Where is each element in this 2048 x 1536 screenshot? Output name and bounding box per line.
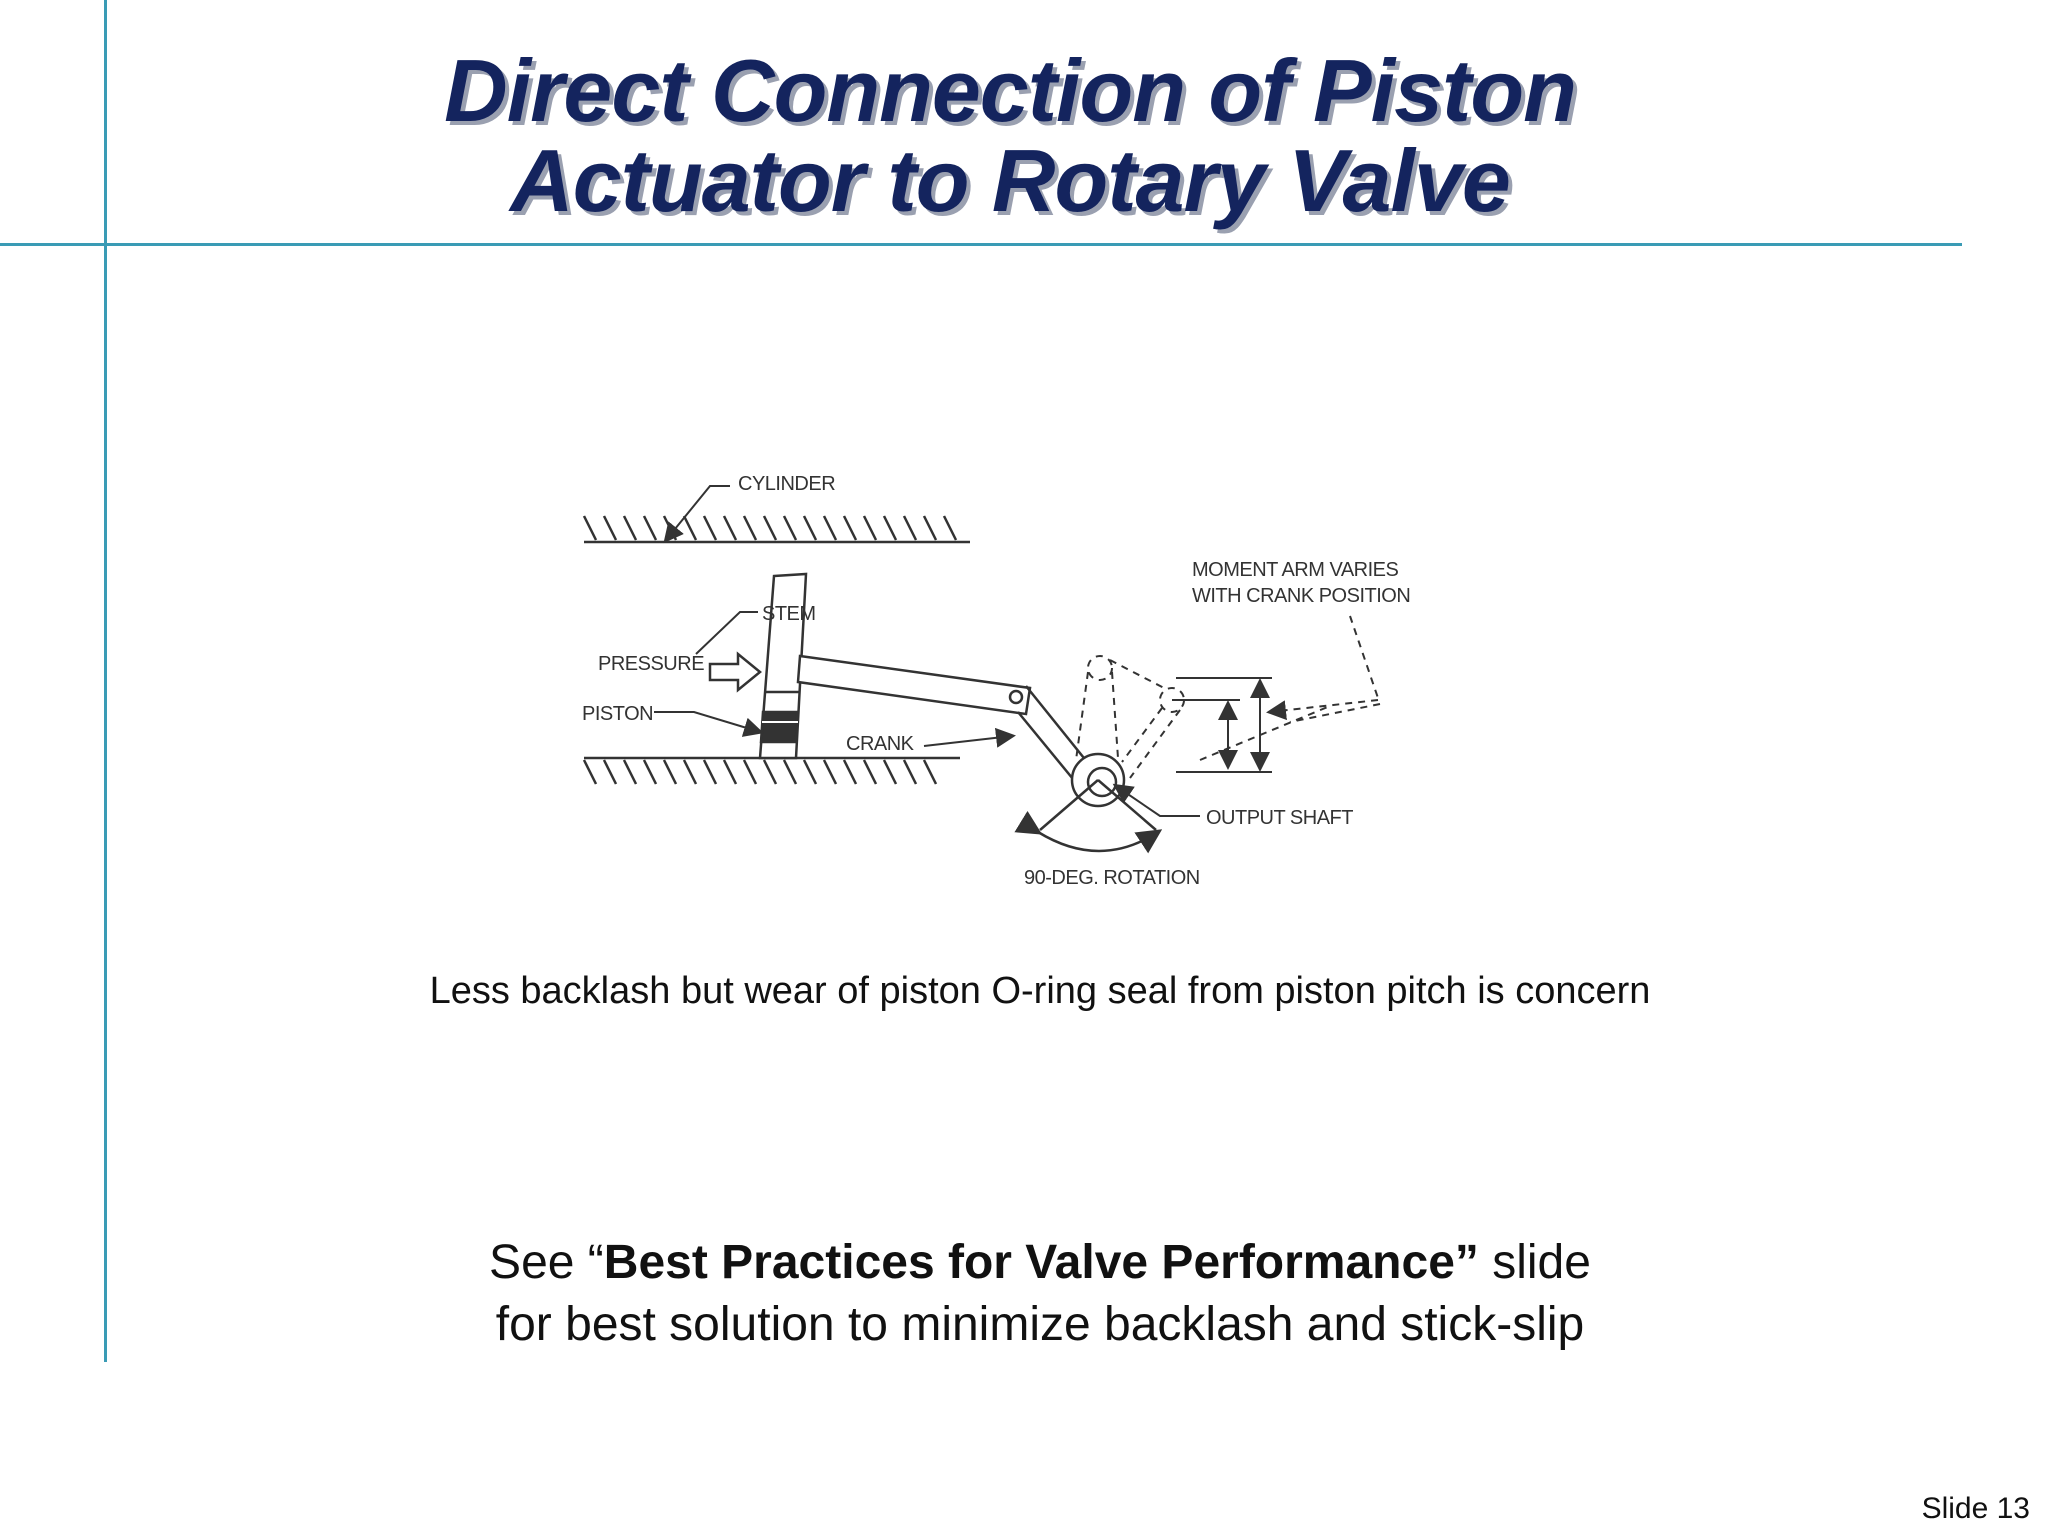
stem (796, 654, 1032, 716)
note-prefix: See “ (489, 1236, 604, 1289)
label-moment-arm-1: MOMENT ARM VARIES (1192, 559, 1399, 581)
note-suffix: slide (1478, 1236, 1591, 1289)
crank-leader (923, 727, 1016, 748)
piston (758, 572, 808, 760)
rotation-arc (1014, 779, 1163, 854)
label-piston: PISTON (582, 703, 653, 725)
piston-leader (654, 711, 764, 737)
label-crank: CRANK (846, 733, 915, 755)
output-shaft-leader (1112, 783, 1200, 817)
actuator-diagram: CYLINDER STEM MOMENT ARM VARIES WITH CRA… (560, 460, 1420, 900)
diagram-svg: CYLINDER STEM MOMENT ARM VARIES WITH CRA… (582, 473, 1411, 889)
dashed-crank-positions (1075, 655, 1381, 779)
label-moment-arm-2: WITH CRANK POSITION (1192, 585, 1410, 607)
slide-title: Direct Connection of Piston Actuator to … (300, 46, 1720, 226)
note-line-2: for best solution to minimize backlash a… (495, 1298, 1585, 1351)
label-pressure: PRESSURE (598, 653, 704, 675)
cylinder-leader (663, 485, 730, 544)
label-cylinder: CYLINDER (738, 473, 835, 495)
pressure-arrow (708, 651, 762, 693)
cylinder-top-hatching (582, 515, 958, 541)
vertical-rule (104, 0, 107, 1362)
diagram-caption: Less backlash but wear of piston O-ring … (429, 970, 1651, 1012)
label-output-shaft: OUTPUT SHAFT (1206, 807, 1353, 829)
note-slide-reference: Best Practices for Valve Performance” (603, 1236, 1479, 1289)
moment-arm-dimension (1172, 615, 1379, 773)
title-line-1: Direct Connection of Piston (444, 41, 1577, 140)
label-stem: STEM (762, 603, 816, 625)
slide-number: Slide 13 (1921, 1492, 2030, 1525)
title-line-2: Actuator to Rotary Valve (510, 131, 1511, 230)
stem-leader (695, 611, 758, 655)
reference-note: See “Best Practices for Valve Performanc… (340, 1232, 1740, 1356)
note-line-1: See “Best Practices for Valve Performanc… (340, 1232, 1740, 1294)
horizontal-rule (0, 243, 1962, 246)
label-rotation: 90-DEG. ROTATION (1024, 867, 1200, 889)
cylinder-bottom-hatching (582, 759, 938, 785)
